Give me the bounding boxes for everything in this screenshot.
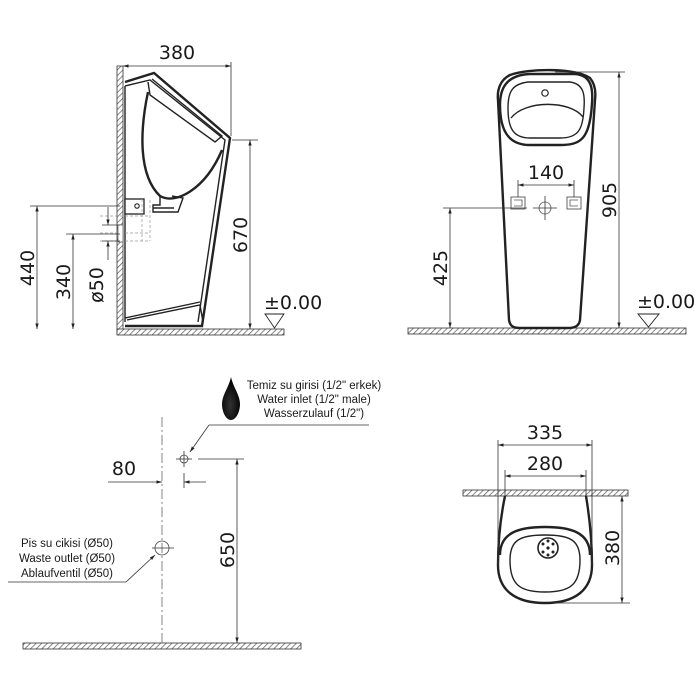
side-floor-level: ±0.00 <box>264 292 322 314</box>
inlet-leader <box>189 424 210 453</box>
waste-outlet-label-de: Ablaufventil (Ø50) <box>21 568 113 580</box>
side-view: 380 670 440 340 ø50 ±0.00 <box>17 42 322 336</box>
spray-nozzle <box>541 89 549 97</box>
top-wall-hatch <box>462 489 629 497</box>
front-view: 140 425 905 ±0.00 <box>407 68 695 335</box>
dim-outer-width: 335 <box>527 422 563 444</box>
waste-outlet-label-tr: Pis su cikisi (Ø50) <box>21 538 113 550</box>
dim-inlet-offset: 80 <box>112 458 136 480</box>
bracket-left <box>510 196 526 210</box>
dim-depth: 380 <box>159 42 195 64</box>
install-floor-hatch <box>22 642 302 650</box>
waste-outlet-label-en: Waste outlet (Ø50) <box>19 553 115 565</box>
dim-total-height: 905 <box>599 182 621 218</box>
wall-hatch <box>116 65 124 335</box>
dim-outlet-height: 340 <box>53 264 75 300</box>
level-triangle-icon <box>264 313 285 329</box>
dim-inlet-height: 440 <box>17 250 39 286</box>
dim-inner-width: 280 <box>527 453 563 475</box>
front-floor-level: ±0.00 <box>637 291 695 313</box>
dim-inlet-height-install: 650 <box>217 532 239 568</box>
installation-view: Temiz su girisi (1/2" erkek) Water inlet… <box>8 377 382 650</box>
dim-bracket-height: 425 <box>430 250 452 286</box>
level-triangle-icon <box>637 313 660 328</box>
water-drop-icon <box>222 377 240 420</box>
urinal-top-outline <box>496 495 594 605</box>
water-inlet-label-de: Wasserzulauf (1/2") <box>264 408 364 420</box>
urinal-side-outline <box>124 71 232 328</box>
floor-hatch <box>116 328 285 336</box>
water-inlet-label-en: Water inlet (1/2" male) <box>257 394 371 406</box>
outlet-leader <box>125 554 156 583</box>
water-inlet-label-tr: Temiz su girisi (1/2" erkek) <box>247 380 382 392</box>
bracket-right <box>566 196 582 210</box>
dim-outlet-diameter: ø50 <box>86 267 108 303</box>
dim-bracket-spacing: 140 <box>528 162 564 184</box>
bowl-profile <box>141 91 224 200</box>
dim-rim-height: 670 <box>230 217 252 253</box>
dim-projection: 380 <box>602 530 624 566</box>
drain-icon <box>537 537 559 559</box>
top-view: 335 280 380 <box>462 422 630 605</box>
